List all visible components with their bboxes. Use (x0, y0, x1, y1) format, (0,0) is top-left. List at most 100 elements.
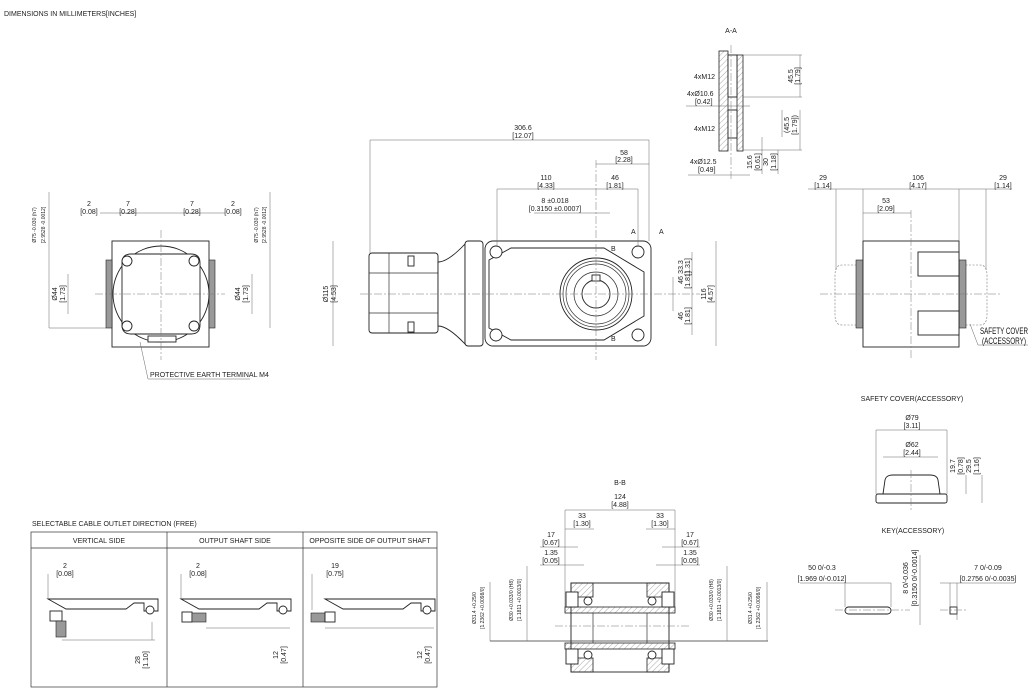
dim-text: [1.79] (795, 67, 802, 85)
dim-text: 124 (614, 494, 626, 501)
dim-text: [1.969 0/-0.012] (797, 576, 846, 583)
dim-text: Ø62 (905, 442, 918, 449)
dim-text: 50 0/-0.3 (808, 565, 836, 572)
callout: [0.49] (698, 167, 716, 174)
dim-text: [3.11] (904, 423, 921, 430)
dim-text: 33.3 (678, 260, 685, 274)
dim-text: [1.14] (994, 183, 1012, 190)
front-view: 306.6 [12.07] 58 [2.28] 110 [4.33] 46 [1… (323, 125, 717, 360)
callout: 4xØ12.5 (690, 159, 717, 166)
dim-text: [1.73] (60, 285, 67, 303)
dim-text: 29 (819, 175, 827, 182)
dim-text: [4.53] (331, 285, 338, 303)
dim-text: 29.5 (966, 459, 973, 473)
dim-text: [0.47] (281, 646, 288, 664)
dim-text: [0.3150 0/-0.0014] (912, 550, 919, 607)
dim-text: 15.6 (747, 155, 754, 169)
dim-text: [0.08] (224, 209, 242, 216)
dim-text: [1.1811 +0.0013/0] (717, 579, 723, 621)
dim-text: [0.78] (958, 457, 965, 475)
dim-text: [0.28] (183, 209, 201, 216)
dim-text: 46 (678, 312, 685, 320)
dim-text: 46 (678, 276, 685, 284)
dim-text: 1.35 (544, 550, 558, 557)
table-header: OPPOSITE SIDE OF OUTPUT SHAFT (309, 538, 431, 545)
dim-text: [1.81] (685, 271, 692, 289)
section-title: B-B (614, 480, 626, 487)
dim-text: 8 0/-0.036 (903, 562, 910, 594)
dim-text: 2 (87, 201, 91, 208)
section-marker-b: B (611, 246, 616, 253)
callout: 4xM12 (694, 74, 715, 81)
dim-text: [1.73] (243, 285, 250, 303)
dim-text: [4.57] (708, 285, 715, 303)
dim-text: 29 (999, 175, 1007, 182)
dim-text: [1.81] (685, 307, 692, 325)
dim-text: 17 (547, 532, 555, 539)
dim-text: 106 (912, 175, 924, 182)
dim-text: 30 (763, 158, 770, 166)
dim-text: 58 (620, 150, 628, 157)
section-marker-a: A (631, 229, 636, 236)
dim-text: [1.16] (974, 457, 981, 475)
dim-text: [0.2756 0/-0.0035] (960, 576, 1017, 583)
dim-text: 19.7 (950, 459, 957, 473)
dim-text: (45.5 (784, 117, 791, 133)
earth-terminal-label: PROTECTIVE EARTH TERMINAL M4 (150, 372, 269, 379)
dim-text: 33 (578, 513, 586, 520)
dim-text: [0.08] (80, 209, 98, 216)
side-view: 2 [0.08] 7 [0.28] 7 [0.28] 2 [0.08] Ø75 … (32, 192, 271, 380)
dim-text: [2.28] (615, 157, 633, 164)
callout: 4xØ10.6 (687, 91, 714, 98)
dim-text: [0.75] (326, 571, 344, 578)
section-title: SAFETY COVER(ACCESSORY) (861, 396, 963, 403)
section-a-a: A-A 45.5 [1.79] (45.5 [1.79]) 15.6 [0.61… (686, 28, 802, 180)
callout: [0.42] (695, 99, 713, 106)
dim-text: 28 (135, 656, 142, 664)
dim-text: [1.30] (573, 521, 591, 528)
safety-cover-view: SAFETY COVER(ACCESSORY) Ø79 [3.11] Ø62 [… (861, 396, 983, 512)
dim-text: [1.18] (771, 153, 778, 171)
dim-text: 116 (701, 288, 708, 299)
dim-text: 7 0/-0.09 (974, 565, 1002, 572)
cable-cell-vertical: 2 [0.08] 28 [1.10] (46, 563, 159, 669)
section-b-b: B-B 124 [4.88] 33 [1.30] 33 [1.30] 17 [0… (472, 480, 768, 673)
dim-text: [0.28] (119, 209, 137, 216)
dim-text: [1.10] (143, 651, 150, 669)
dim-text: [4.33] (537, 183, 555, 190)
dim-text: 12 (273, 651, 280, 659)
dim-text: Ø79 (905, 415, 918, 422)
dim-text: [1.30] (651, 521, 669, 528)
dim-text: [0.67] (542, 540, 560, 547)
dim-text: 2 (63, 563, 67, 570)
safety-cover-callout-accessory: (ACCESSORY) (982, 336, 1026, 346)
section-title: KEY(ACCESSORY) (882, 528, 945, 535)
table-title: SELECTABLE CABLE OUTLET DIRECTION (FREE) (32, 521, 197, 528)
dim-text: [4.17] (909, 183, 927, 190)
dim-text: [0.08] (56, 571, 74, 578)
section-title: A-A (725, 28, 737, 35)
dim-text: 45.5 (788, 69, 795, 83)
right-view: 29 [1.14] 106 [4.17] 29 [1.14] 53 [2.09]… (808, 175, 1028, 360)
dim-text: [2.44] (903, 450, 921, 457)
section-marker-b: B (611, 336, 616, 343)
dim-text: 2 (196, 563, 200, 570)
dim-text: [0.47] (425, 646, 432, 664)
dim-text: 33 (656, 513, 664, 520)
dim-text: [1.31] (685, 258, 692, 276)
dim-text: Ø75 -0.030 (h7) (32, 207, 38, 243)
dim-text: [0.3150 ±0.0007] (529, 206, 582, 213)
safety-cover-callout: SAFETY COVER (980, 326, 1028, 336)
dim-text: 17 (686, 532, 694, 539)
dim-text: Ø31.4 +0.25/0 (472, 592, 478, 624)
dim-text: [4.88] (611, 502, 629, 509)
dim-text: 53 (882, 198, 890, 205)
dim-text: [0.61] (755, 153, 762, 171)
dim-text: [0.05] (542, 558, 560, 565)
dim-text: [1.14] (814, 183, 832, 190)
dim-text: 46 (611, 175, 619, 182)
dim-text: [1.2362 +0.0098/0] (756, 586, 762, 628)
dim-text: [1.81] (606, 183, 624, 190)
dim-text: [1.79]) (792, 115, 799, 135)
